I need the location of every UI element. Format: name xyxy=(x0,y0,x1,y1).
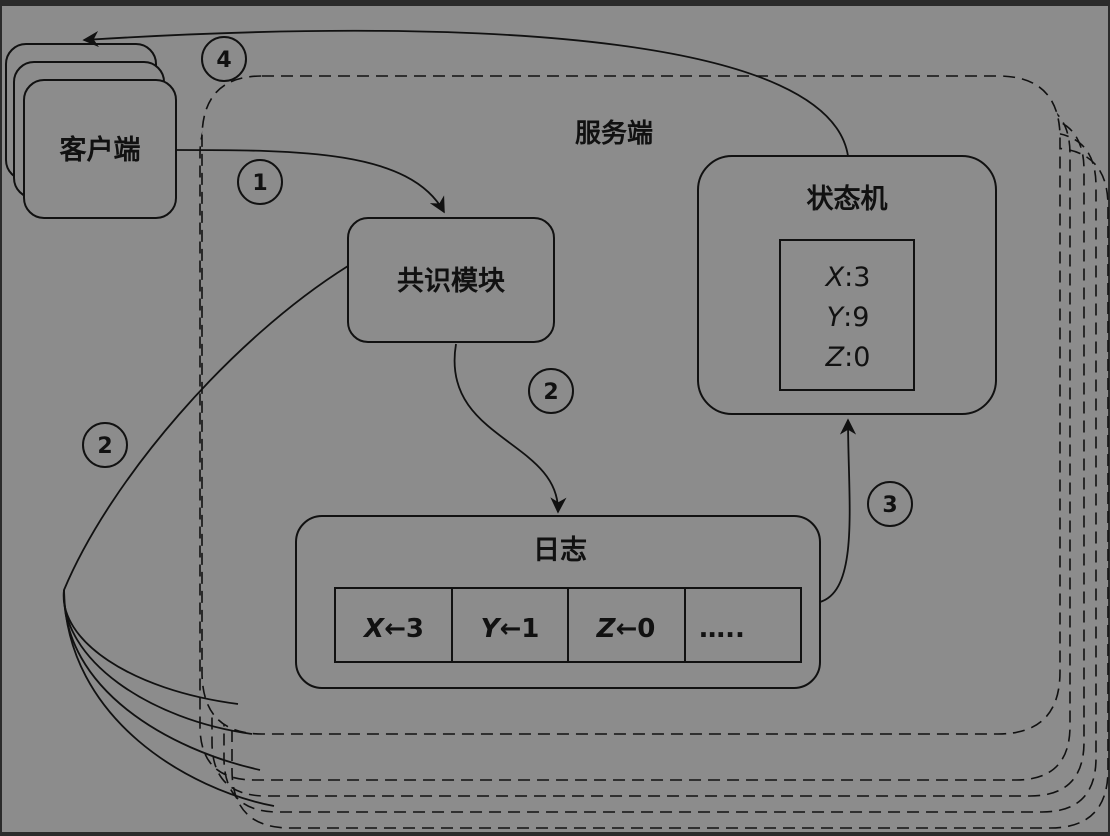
flow-arrows xyxy=(62,29,857,807)
state-table xyxy=(779,239,915,391)
step-marker-1: 1 xyxy=(237,159,283,205)
step-marker-2-replicas: 2 xyxy=(82,422,128,468)
client-card xyxy=(23,79,177,219)
arrow-consensus-to-log xyxy=(453,343,567,514)
arrow-client-to-consensus xyxy=(175,149,445,214)
step-marker-4: 4 xyxy=(201,36,247,82)
state-entry-z: Z:0 xyxy=(825,342,871,373)
client-label: 客户端 xyxy=(60,134,141,166)
log-entries xyxy=(334,587,802,663)
step-marker-3: 3 xyxy=(867,481,913,527)
arrow-log-to-state-machine xyxy=(819,418,857,603)
arrow-state-machine-to-client xyxy=(82,29,849,157)
server-label: 服务端 xyxy=(575,119,653,149)
state-machine-title: 状态机 xyxy=(807,184,888,215)
svg-text:3: 3 xyxy=(882,493,897,518)
svg-text:2: 2 xyxy=(543,380,558,405)
consensus-module-label: 共识模块 xyxy=(397,266,506,297)
log-entry-1: X←3 xyxy=(362,614,424,644)
client-stack xyxy=(5,43,177,219)
state-entry-y: Y:9 xyxy=(827,302,870,333)
consensus-module-box xyxy=(347,217,555,343)
svg-text:2: 2 xyxy=(97,434,112,459)
log-entry-more: ….. xyxy=(699,614,745,644)
step-markers: 4 1 2 2 3 xyxy=(82,36,913,527)
log-entry-3: Z←0 xyxy=(596,614,656,644)
step-marker-2-log: 2 xyxy=(528,368,574,414)
state-entry-x: X:3 xyxy=(824,262,871,293)
arrow-consensus-to-replica-4 xyxy=(63,589,275,807)
svg-text:1: 1 xyxy=(252,171,267,196)
log-title: 日志 xyxy=(533,535,587,566)
svg-text:4: 4 xyxy=(216,48,231,73)
log-entry-2: Y←1 xyxy=(481,614,540,644)
arrow-consensus-to-replica-1 xyxy=(62,265,349,705)
